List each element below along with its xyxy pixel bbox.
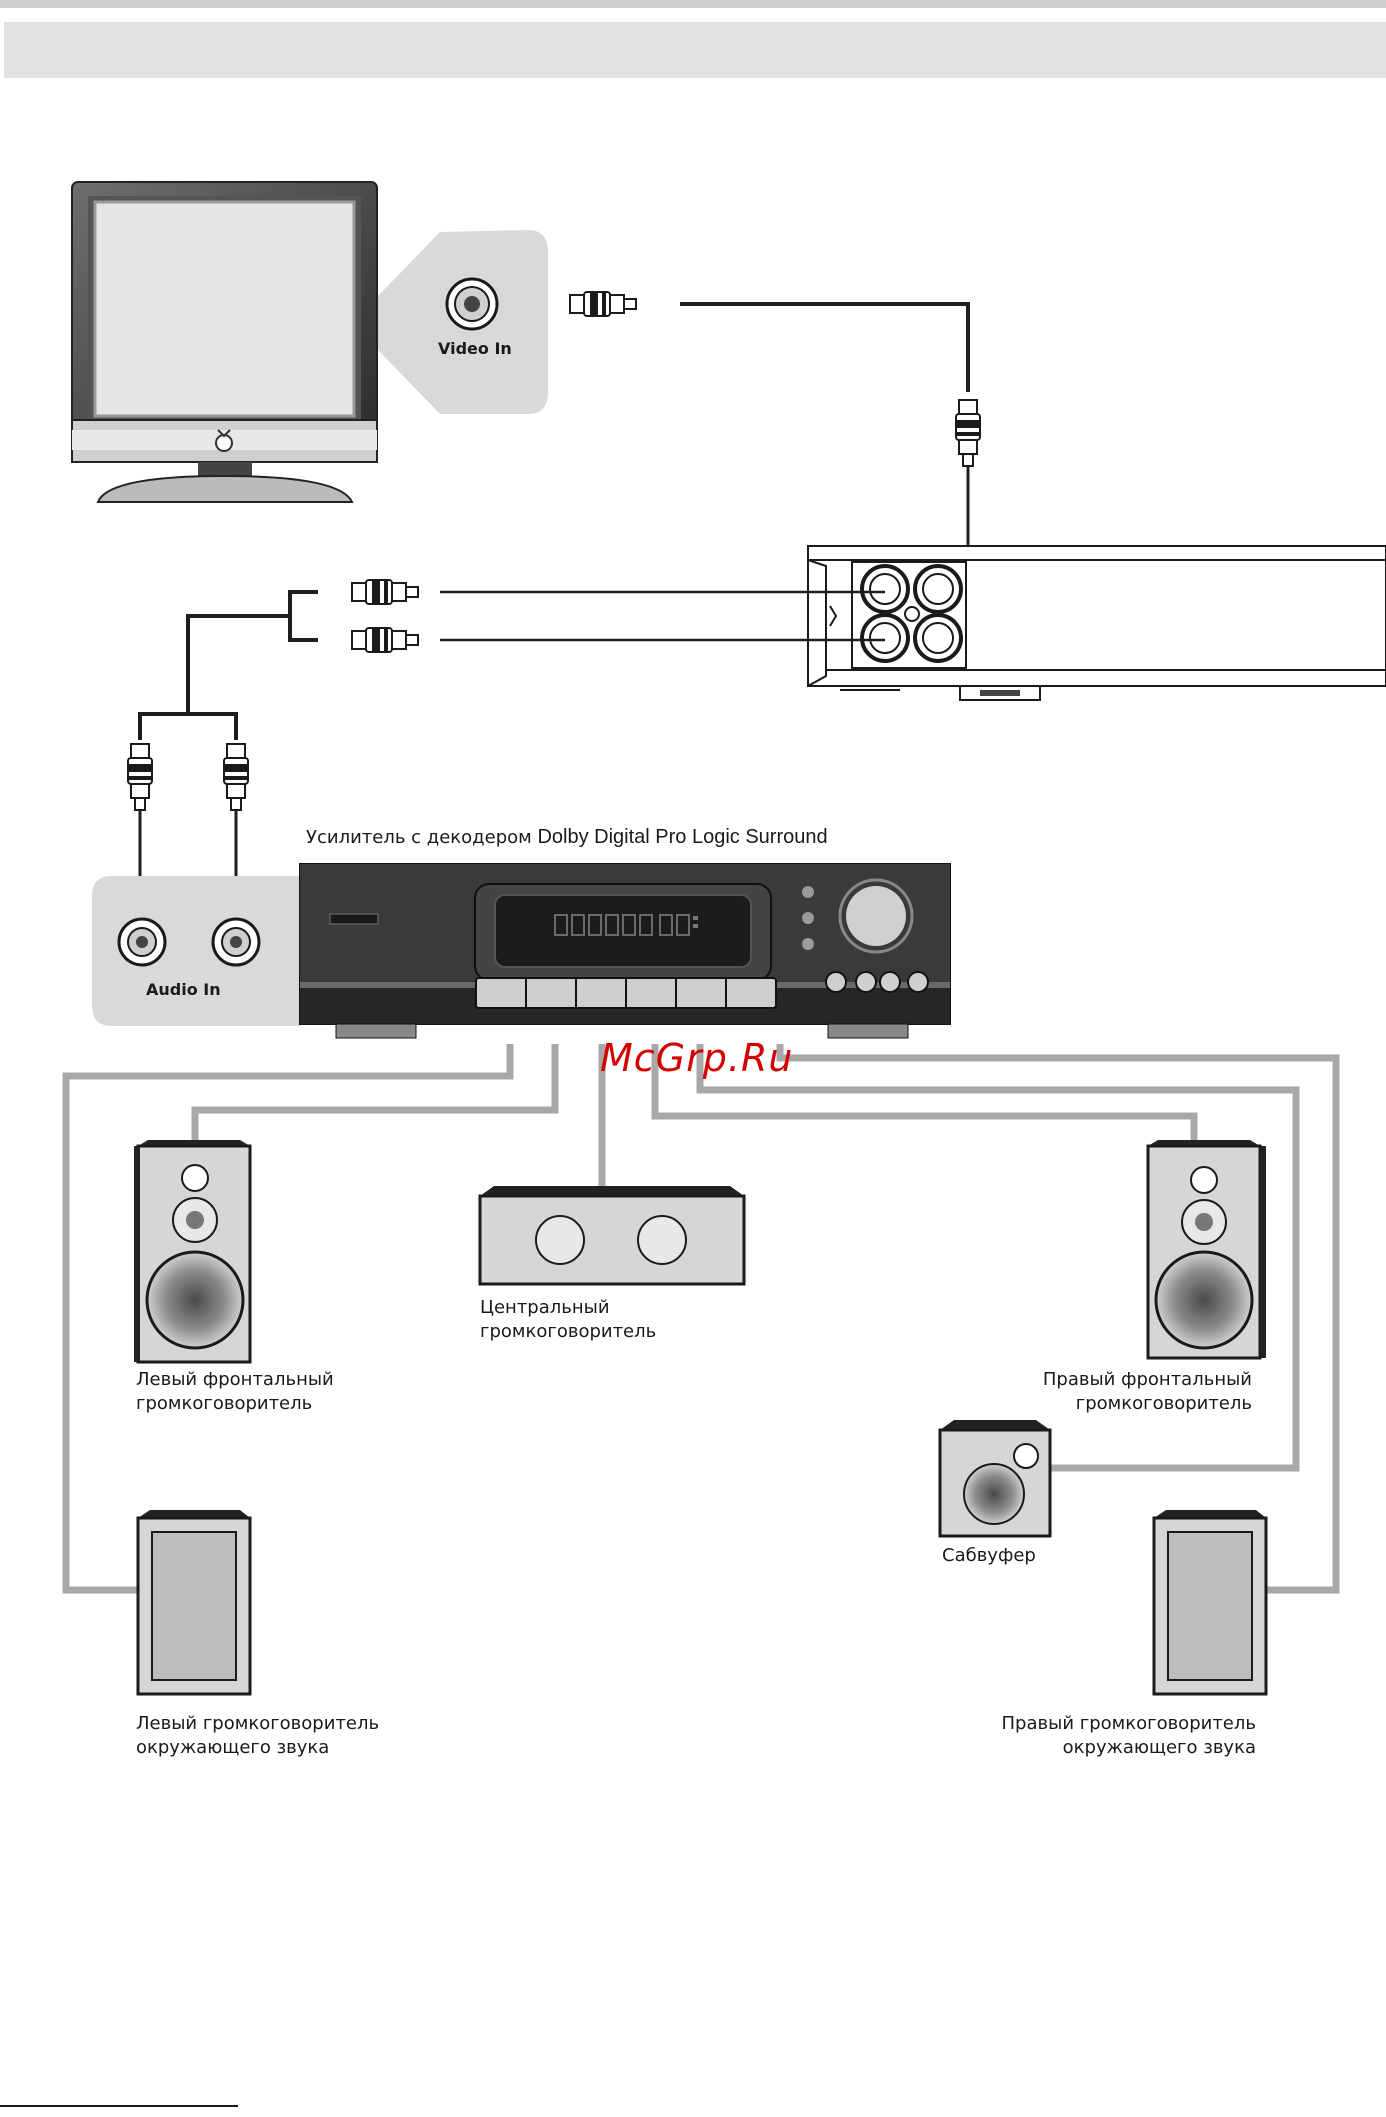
amplifier-title-brand: Dolby Digital Pro Logic Surround [537,826,827,848]
speaker-icon [134,1140,250,1362]
watermark: McGrp.Ru [600,1036,793,1080]
subwoofer-label: Сабвуфер [942,1544,1036,1568]
amplifier-title: Усилитель с декодером Dolby Digital Pro … [306,826,828,849]
rca-plug-icon [570,292,636,316]
rca-plug-icon [352,628,418,652]
amplifier-title-prefix: Усилитель с декодером [306,827,532,848]
video-in-label: Video In [438,339,512,358]
header-bar [4,22,1386,78]
video-cable [680,304,968,392]
subwoofer-icon [940,1420,1050,1536]
rca-plug-icon [128,744,152,810]
rca-plug-icon [352,580,418,604]
amplifier-icon [300,864,950,1038]
audio-in-jack-right [213,919,259,965]
speaker-icon [1148,1140,1266,1358]
surround-right-label: Правый громкоговоритель окружающего звук… [1002,1712,1256,1760]
rca-plug-icon [956,400,980,466]
tv-monitor-icon [72,182,377,502]
audio-in-label: Audio In [146,980,221,999]
speaker-icon [138,1510,250,1694]
center-label: Центральный громкоговоритель [480,1296,656,1344]
speaker-icon [1154,1510,1266,1694]
top-rule [0,0,1386,8]
audio-in-jack-left [119,919,165,965]
video-in-jack [447,279,497,329]
speaker-wires [66,1044,1336,1590]
rca-plug-icon [224,744,248,810]
speaker-icon [480,1186,744,1284]
surround-left-label: Левый громкоговоритель окружающего звука [136,1712,379,1760]
front-left-label: Левый фронтальный громкоговоритель [136,1368,334,1416]
front-right-label: Правый фронтальный громкоговоритель [1043,1368,1252,1416]
dvd-player-icon [808,546,1386,700]
